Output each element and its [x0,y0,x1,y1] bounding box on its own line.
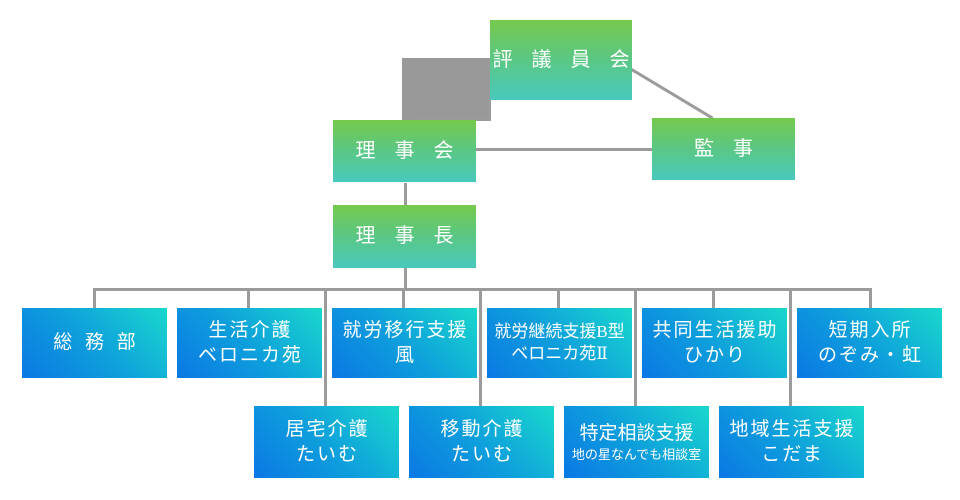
gray-accent-block [402,58,490,120]
connector-bus-drop-3 [402,288,405,308]
node-service-home-care-taimu-line2: たいむ [295,444,359,465]
connector-councillors-board-horizontal [415,118,491,121]
node-service-home-care-taimu[interactable]: 居宅介護 たいむ [254,406,399,478]
node-department-continuous-employment-b-veronica-2-line1: 就労継続支援B型 [494,321,625,341]
node-board-of-directors[interactable]: 理 事 会 [333,120,476,182]
connector-feeder-1 [324,288,327,308]
connector-bus-drop-5 [712,288,715,308]
node-department-short-stay-nozomi-niji[interactable]: 短期入所 のぞみ・虹 [797,308,942,378]
node-department-continuous-employment-b-veronica-2[interactable]: 就労継続支援B型 ベロニカ苑Ⅱ [487,308,632,378]
connector-bus-drop-6 [869,288,872,308]
connector-feeder-3 [634,288,637,308]
node-auditor[interactable]: 監 事 [652,118,795,180]
connector-drop-to-service-2 [479,378,482,406]
connector-drop-to-service-1 [324,378,327,406]
node-chairman-label: 理 事 長 [355,225,461,248]
connector-feeder-4 [789,288,792,308]
connector-drop-to-service-4 [789,378,792,406]
node-service-community-life-kodama-line1: 地域生活支援 [729,418,856,440]
connector-bus-drop-2 [247,288,250,308]
node-service-community-life-kodama-line2: こだま [761,444,824,465]
node-service-specified-consultation-chinohoshi-line2: 地の星なんでも相談室 [571,446,702,462]
node-department-short-stay-nozomi-niji-line2: のぞみ・虹 [817,345,923,366]
node-department-employment-transition-kaze-line1: 就労移行支援 [342,319,469,341]
node-department-group-home-hikari[interactable]: 共同生活援助 ひかり [642,308,787,378]
connector-board-to-auditor [476,148,652,151]
connector-chairman-to-bus [404,268,407,290]
node-service-home-care-taimu-line1: 居宅介護 [285,418,370,440]
node-service-specified-consultation-chinohoshi[interactable]: 特定相談支援 地の星なんでも相談室 [564,406,709,478]
node-department-short-stay-nozomi-niji-line1: 短期入所 [828,319,913,341]
connector-bus-drop-1 [93,288,96,308]
node-department-employment-transition-kaze[interactable]: 就労移行支援 風 [332,308,477,378]
node-service-community-life-kodama[interactable]: 地域生活支援 こだま [719,406,864,478]
connector-bus-horizontal [93,288,872,291]
connector-bus-drop-4 [557,288,560,308]
node-department-life-care-veronica-line1: 生活介護 [208,319,293,341]
connector-rail-1 [324,308,327,378]
node-board-of-directors-label: 理 事 会 [355,139,461,162]
node-department-employment-transition-kaze-line2: 風 [394,345,416,366]
node-department-general-affairs-line1: 総 務 部 [53,332,140,354]
connector-rail-4 [789,308,792,378]
node-service-mobility-care-taimu[interactable]: 移動介護 たいむ [409,406,554,478]
connector-rail-3 [634,308,637,378]
node-department-group-home-hikari-line2: ひかり [683,345,747,366]
node-department-general-affairs[interactable]: 総 務 部 [22,308,167,378]
node-councillors-meeting[interactable]: 評 議 員 会 [490,20,632,100]
node-department-life-care-veronica[interactable]: 生活介護 ベロニカ苑 [177,308,322,378]
connector-board-to-chairman [404,183,407,205]
node-auditor-label: 監 事 [694,137,760,160]
node-councillors-meeting-label: 評 議 員 会 [492,48,637,71]
node-department-life-care-veronica-line2: ベロニカ苑 [197,345,303,366]
node-service-mobility-care-taimu-line2: たいむ [450,444,514,465]
node-service-mobility-care-taimu-line1: 移動介護 [440,418,525,440]
node-department-continuous-employment-b-veronica-2-line2: ベロニカ苑Ⅱ [511,344,608,363]
node-department-group-home-hikari-line1: 共同生活援助 [652,319,779,341]
connector-councillors-to-auditor [630,68,714,120]
connector-drop-to-service-3 [634,378,637,406]
connector-feeder-2 [479,288,482,308]
node-service-specified-consultation-chinohoshi-line1: 特定相談支援 [579,422,694,444]
node-chairman[interactable]: 理 事 長 [333,205,476,268]
connector-rail-2 [479,308,482,378]
connector-councillors-to-board [488,98,491,120]
